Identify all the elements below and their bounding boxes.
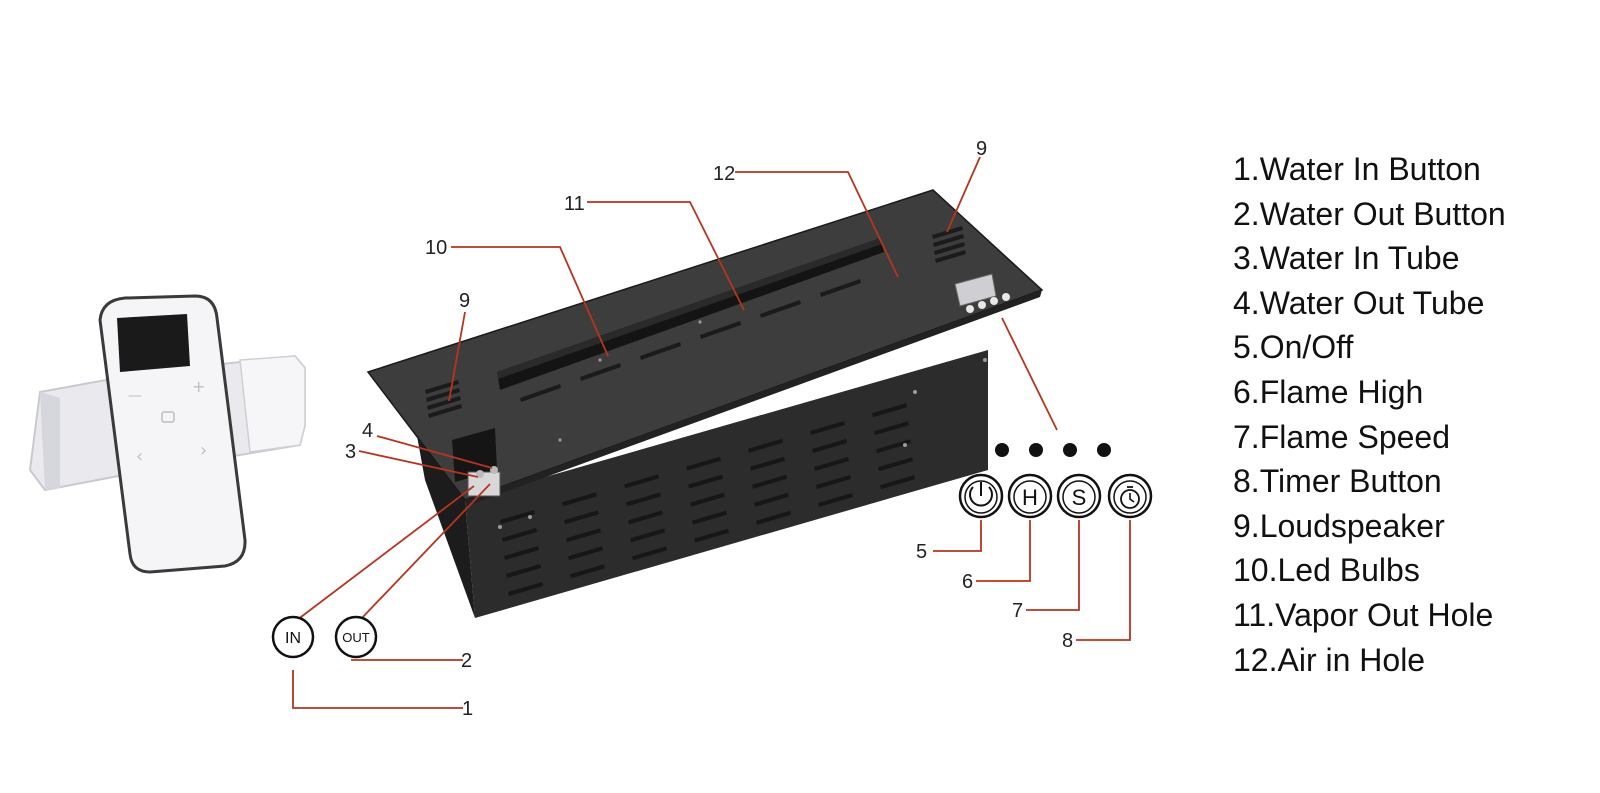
vent-slot	[872, 403, 907, 418]
callout-11: 11	[564, 193, 585, 215]
callout-9-left: 9	[459, 290, 470, 312]
leader-line-4	[376, 435, 493, 469]
vent-slot	[812, 439, 847, 453]
vent-slot	[878, 457, 913, 472]
vent-slot	[502, 528, 537, 542]
vent-slot	[628, 510, 663, 525]
vent-slot	[876, 439, 911, 454]
vent-slot	[874, 421, 909, 436]
flame-high-button-icon: H	[1007, 473, 1053, 519]
water-out-button-label: OUT	[342, 630, 370, 645]
legend-item-water-in-tube: 3.Water In Tube	[1233, 240, 1460, 277]
legend-item-water-in-button: 1.Water In Button	[1233, 151, 1481, 187]
vent-slot	[506, 564, 541, 578]
callout-12: 12	[713, 163, 735, 185]
callout-3: 3	[345, 441, 356, 463]
legend-item-air-in-hole: 12.Air in Hole	[1233, 641, 1426, 678]
leader-line-panel	[1001, 317, 1058, 431]
vent-slot	[630, 528, 665, 543]
legend-item-timer-button: 8.Timer Button	[1233, 463, 1442, 500]
leader-line-8	[1076, 520, 1131, 641]
water-in-button-label: IN	[285, 630, 301, 647]
legend-item-led-bulbs: 10.Led Bulbs	[1233, 552, 1420, 589]
legend-item-water-out-button: 2.Water Out Button	[1233, 195, 1506, 232]
legend-item-on-off: 5.On/Off	[1233, 329, 1354, 366]
vent-slot	[818, 493, 853, 507]
leader-line-6	[976, 520, 1031, 582]
vent-slot	[568, 546, 603, 561]
callout-4: 4	[362, 420, 373, 442]
vent-slot	[756, 510, 791, 525]
legend-item-flame-speed: 7.Flame Speed	[1233, 418, 1451, 455]
vent-slot	[570, 564, 605, 579]
fireplace-unit	[366, 189, 1044, 618]
legend-item-loudspeaker: 9.Loudspeaker	[1233, 507, 1445, 544]
vent-slot	[624, 474, 659, 489]
vent-slot	[566, 528, 601, 543]
legend-item-vapor-out-hole: 11.Vapor Out Hole	[1233, 596, 1494, 633]
leader-line-out	[359, 483, 491, 621]
callout-10: 10	[425, 237, 447, 259]
callout-8: 8	[1062, 630, 1073, 652]
leader-line-10	[451, 246, 609, 357]
water-in-button-icon: IN	[271, 615, 315, 659]
parts-legend: 1.Water In Button 2.Water Out Button 3.W…	[1233, 147, 1506, 682]
timer-button-icon	[1107, 473, 1153, 519]
svg-text:+: +	[192, 377, 205, 396]
leader-line-9-right	[946, 156, 981, 233]
vent-slot	[500, 510, 535, 524]
vent-slot	[816, 475, 851, 489]
vent-slot	[686, 456, 721, 471]
vent-slot	[626, 492, 661, 507]
leader-line-11	[587, 201, 745, 311]
callout-9-right: 9	[976, 138, 987, 160]
leader-line-3	[358, 450, 479, 478]
vent-slot	[564, 510, 599, 525]
vent-slot	[814, 457, 849, 471]
leader-lines	[292, 156, 1131, 709]
svg-text:—: —	[128, 388, 142, 404]
leader-line-12	[735, 171, 899, 278]
remote-control: — + ‹ ›	[28, 294, 306, 574]
leader-line-5	[933, 520, 982, 552]
callout-numbers: 1 2 3 4 9 10 11 12 9 5 6 7 8	[345, 138, 1073, 720]
vent-slot	[692, 510, 727, 525]
vent-slot	[694, 528, 729, 543]
indicator-lights	[995, 443, 1111, 457]
callout-2: 2	[461, 650, 472, 672]
flame-speed-button-label: S	[1072, 485, 1087, 510]
legend-item-flame-high: 6.Flame High	[1233, 373, 1424, 410]
vent-slot	[810, 421, 845, 435]
vent-slot	[508, 582, 543, 596]
vent-slot	[754, 492, 789, 507]
vent-slot	[690, 492, 725, 507]
power-button-icon	[958, 473, 1004, 519]
svg-text:‹: ‹	[136, 446, 143, 467]
vent-slot	[562, 492, 597, 507]
callout-6: 6	[962, 571, 973, 593]
vent-slot	[750, 456, 785, 471]
legend-item-water-out-tube: 4.Water Out Tube	[1233, 284, 1485, 321]
callout-7: 7	[1012, 600, 1023, 622]
leader-line-9-left	[448, 311, 466, 402]
callout-1: 1	[462, 698, 473, 720]
leader-line-7	[1026, 520, 1080, 611]
flame-high-button-label: H	[1022, 485, 1038, 510]
vent-slot	[632, 546, 667, 561]
vent-slot	[752, 474, 787, 489]
vent-slot	[748, 438, 783, 453]
vent-slot	[688, 474, 723, 489]
water-out-button-icon: OUT	[334, 615, 378, 659]
leader-line-1	[292, 670, 463, 709]
vent-slot	[504, 546, 539, 560]
callout-5: 5	[916, 541, 927, 563]
leader-line-in	[296, 485, 475, 621]
flame-speed-button-icon: S	[1056, 473, 1102, 519]
svg-text:›: ›	[200, 440, 207, 461]
vent-slot	[880, 475, 915, 490]
